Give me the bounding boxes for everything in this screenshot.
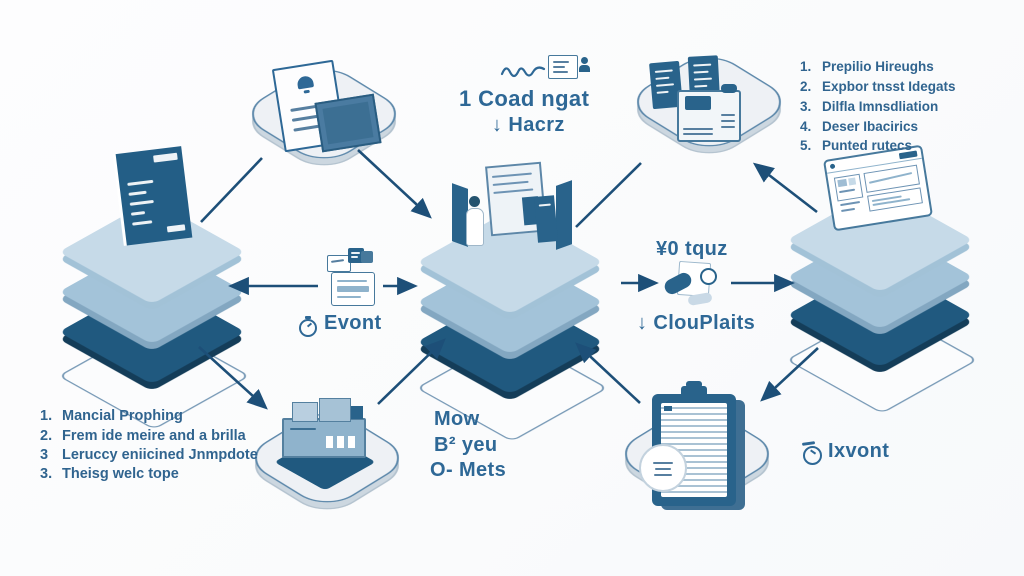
factory-roof-block xyxy=(351,406,363,419)
list-item: 2. Expbor tnsst Idegats xyxy=(800,79,956,94)
bottom-center-line2: B² yeu xyxy=(434,434,498,456)
hand-circle-icon xyxy=(700,268,717,285)
list-text: Leruccy eniicined Jnmpdote xyxy=(62,447,258,463)
list-item: 3. Theisg welc tope xyxy=(40,466,179,482)
list-item: 5. Punted rutecs xyxy=(800,138,912,153)
factory-roof-block xyxy=(319,398,351,422)
bottom-right-label: Ixvont xyxy=(828,440,890,462)
list-item: 3. Dilfla Imnsdliation xyxy=(800,99,938,114)
badge-circle xyxy=(639,444,687,492)
mid-left-label: Evont xyxy=(324,312,382,334)
list-item: 3 Leruccy eniicined Jnmpdote xyxy=(40,447,258,463)
list-number: 3. xyxy=(800,99,812,114)
list-number: 2. xyxy=(40,428,53,444)
list-text: Deser Ibacirics xyxy=(822,119,919,134)
list-item: 4. Deser Ibacirics xyxy=(800,119,918,134)
list-text: Punted rutecs xyxy=(822,138,913,153)
top-center-line1: 1 Coad ngat xyxy=(459,86,590,111)
list-text: Mancial Prophing xyxy=(62,408,183,424)
factory-roof-block xyxy=(292,402,318,422)
list-item: 2. Frem ide meire and a brilla xyxy=(40,428,246,444)
mid-right-top-label: ¥0 tquz xyxy=(656,238,728,260)
top-center-line2: ↓ Hacrz xyxy=(492,114,565,136)
list-item: 1. Prepilio Hireughs xyxy=(800,59,934,74)
list-text: Theisg welc tope xyxy=(62,466,179,482)
mini-chip-icon xyxy=(361,251,373,263)
list-number: 1. xyxy=(800,59,812,74)
operator-head xyxy=(469,196,480,207)
list-number: 4. xyxy=(800,119,812,134)
list-number: 3 xyxy=(40,447,49,463)
list-text: Prepilio Hireughs xyxy=(822,59,934,74)
operator-person xyxy=(466,208,484,246)
list-number: 5. xyxy=(800,138,812,153)
mini-monitor-icon xyxy=(327,255,351,272)
bottom-center-line3: O- Mets xyxy=(430,459,507,481)
mid-right-bottom-label: ↓ ClouPlaits xyxy=(637,312,756,334)
list-number: 2. xyxy=(800,79,812,94)
list-text: Dilfla Imnsdliation xyxy=(822,99,939,114)
bottom-center-line1: Mow xyxy=(434,408,480,430)
printer-machine-icon xyxy=(677,84,741,142)
list-item: 1. Mancial Prophing xyxy=(40,408,183,424)
list-text: Expbor tnsst Idegats xyxy=(822,79,956,94)
list-text: Frem ide meire and a brilla xyxy=(62,428,246,444)
mini-chip-icon xyxy=(348,248,364,263)
signature-wave-icon xyxy=(500,60,546,87)
list-number: 1. xyxy=(40,408,53,424)
mini-form-icon xyxy=(331,272,375,306)
list-number: 3. xyxy=(40,466,53,482)
